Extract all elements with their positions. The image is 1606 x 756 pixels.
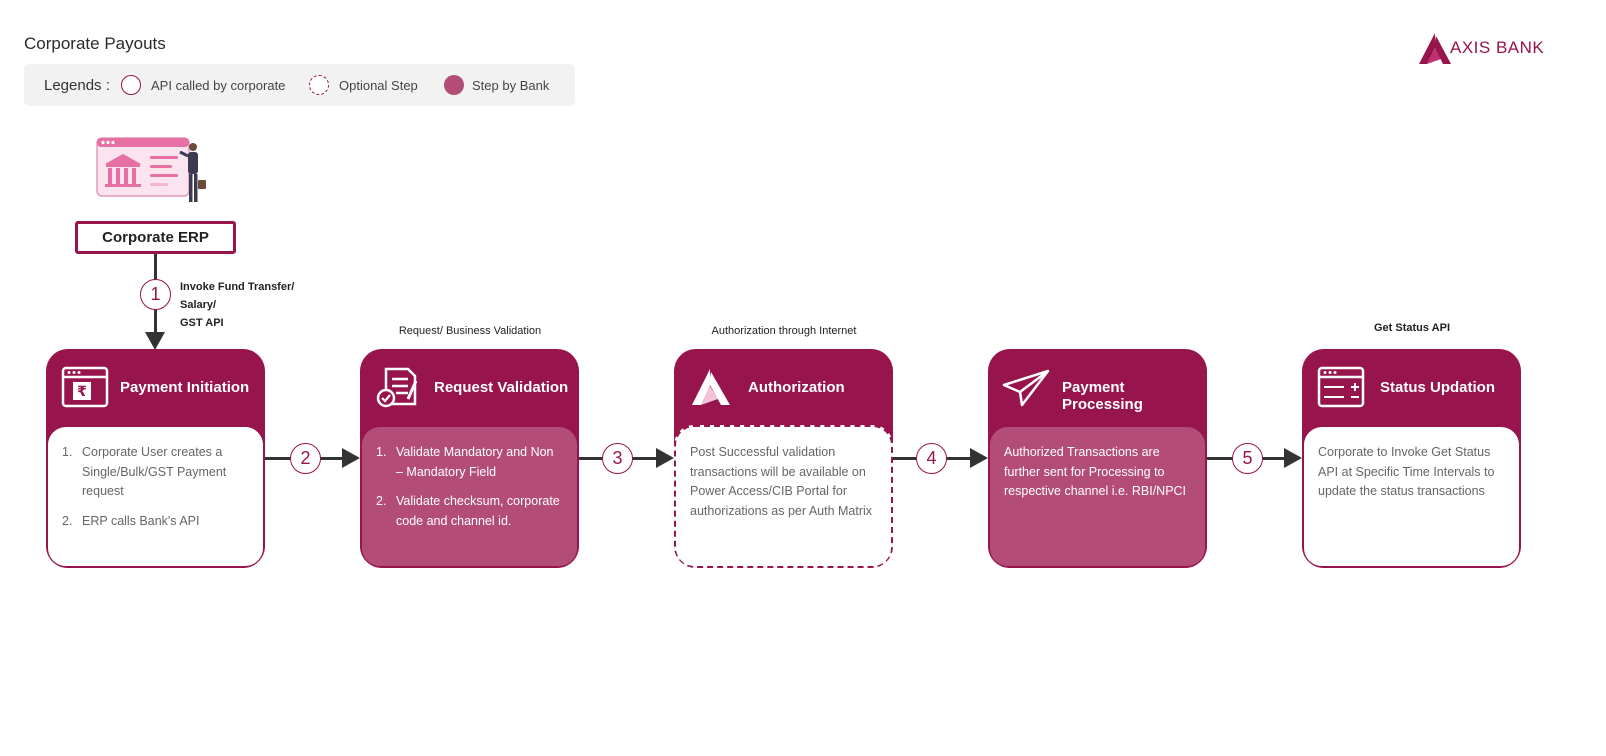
arrow-right-icon	[342, 448, 360, 468]
stage-payment-processing: Payment Processing Authorized Transactio…	[988, 349, 1207, 568]
rupee-window-icon: ₹	[61, 366, 109, 408]
stage-body: 1.Validate Mandatory and Non – Mandatory…	[360, 425, 579, 568]
step-number-2: 2	[290, 443, 321, 474]
erp-arrow-down-icon	[145, 332, 165, 350]
axis-logo-icon	[692, 369, 730, 405]
step-number-5: 5	[1232, 443, 1263, 474]
stage-request-validation: Request Validation 1.Validate Mandatory …	[360, 349, 579, 568]
list-item: 2.ERP calls Bank's API	[62, 513, 200, 528]
page-title: Corporate Payouts	[24, 34, 166, 53]
list-item: 1.Validate Mandatory and Non – Mandatory…	[376, 445, 554, 479]
stage-title: Status Updation	[1380, 379, 1495, 396]
legend-label-api: API called by corporate	[151, 78, 286, 93]
arrow-right-icon	[1284, 448, 1302, 468]
svg-text:₹: ₹	[77, 384, 87, 400]
stage-body: 1.Corporate User creates a Single/Bulk/G…	[46, 425, 265, 568]
legend-label-bank: Step by Bank	[472, 78, 550, 93]
stage-title: Request Validation	[434, 379, 569, 396]
stage-title: Payment Processing	[1062, 379, 1143, 413]
caption-authorization: Authorization through Internet	[711, 325, 857, 337]
legend-dashed-circle-icon	[309, 75, 329, 95]
stage-title: Payment Initiation	[120, 379, 250, 396]
arrow-right-icon	[970, 448, 988, 468]
stage-body: Authorized Transactions are further sent…	[988, 425, 1207, 568]
step-number-3: 3	[602, 443, 633, 474]
bank-window-illustration-icon	[96, 137, 206, 202]
stage-status-updation: Status Updation Corporate to Invoke Get …	[1302, 349, 1521, 568]
stage-body: Post Successful validation transactions …	[674, 425, 893, 568]
legend: Legends : API called by corporate Option…	[24, 64, 575, 106]
stage-body: Corporate to Invoke Get Status API at Sp…	[1302, 425, 1521, 568]
stage-payment-initiation: ₹ Payment Initiation 1.Corporate User cr…	[46, 349, 265, 568]
list-item: 2.Validate checksum, corporate code and …	[376, 494, 560, 528]
legend-filled-circle-icon	[444, 75, 464, 95]
legend-title: Legends :	[44, 77, 110, 94]
logo-text: AXIS BANK	[1450, 38, 1545, 57]
step-number-1: 1	[140, 279, 171, 310]
axis-logo-icon	[1419, 33, 1451, 64]
stage-title: Authorization	[748, 379, 845, 396]
arrow-right-icon	[656, 448, 674, 468]
invoke-api-note: Invoke Fund Transfer/ Salary/ GST API	[180, 281, 295, 329]
calculator-window-icon	[1317, 366, 1365, 408]
stage-authorization: Authorization Post Successful validation…	[674, 349, 893, 568]
checklist-icon	[376, 367, 418, 408]
caption-status-updation: Get Status API	[1374, 322, 1450, 334]
corporate-erp-box: Corporate ERP	[75, 221, 236, 254]
paper-plane-icon	[1002, 369, 1050, 407]
legend-label-optional: Optional Step	[339, 78, 418, 93]
legend-solid-circle-icon	[121, 75, 141, 95]
caption-request-validation: Request/ Business Validation	[398, 325, 542, 337]
list-item: 1.Corporate User creates a Single/Bulk/G…	[62, 445, 227, 498]
step-number-4: 4	[916, 443, 947, 474]
